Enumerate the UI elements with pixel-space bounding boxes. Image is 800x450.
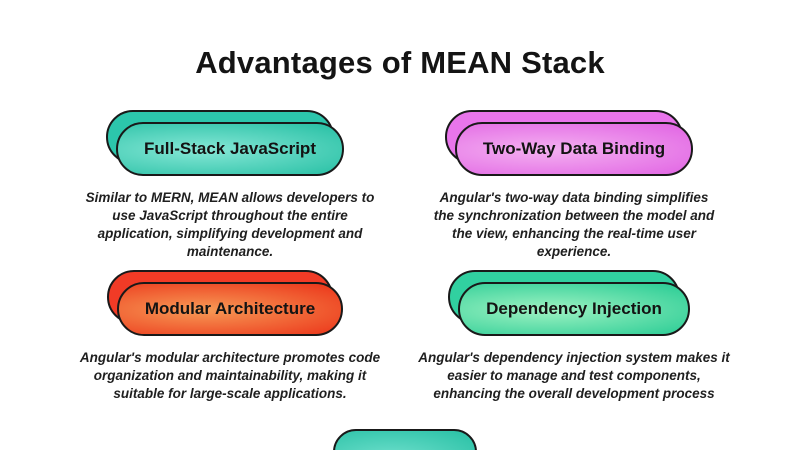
card-label-pill: Dependency Injection	[458, 282, 690, 336]
feature-card: Dependency Injection	[448, 270, 690, 336]
feature-full-stack-javascript: Full-Stack JavaScript Similar to MERN, M…	[60, 110, 400, 261]
feature-description: Angular's dependency injection system ma…	[418, 350, 730, 401]
feature-description: Angular's two-way data binding simplifie…	[433, 190, 715, 259]
card-label-pill: Two-Way Data Binding	[454, 122, 694, 176]
feature-card: Two-Way Data Binding	[444, 110, 694, 176]
card-label: Full-Stack JavaScript	[144, 139, 316, 158]
feature-card: Modular Architecture	[106, 270, 344, 336]
feature-description: Similar to MERN, MEAN allows developers …	[85, 190, 375, 259]
card-label: Modular Architecture	[144, 299, 316, 318]
card-label: Dependency Injection	[486, 299, 662, 318]
feature-description: Angular's modular architecture promotes …	[79, 350, 381, 401]
card-label-pill: Modular Architecture	[116, 282, 344, 336]
card-label-pill: Full-Stack JavaScript	[116, 122, 344, 176]
page-title: Advantages of MEAN Stack	[195, 44, 605, 80]
feature-modular-architecture: Modular Architecture Angular's modular a…	[60, 270, 400, 403]
feature-card: Full-Stack JavaScript	[106, 110, 344, 176]
card-label: Two-Way Data Binding	[482, 139, 666, 158]
partial-card-decoration	[333, 429, 477, 450]
feature-dependency-injection: Dependency Injection Angular's dependenc…	[398, 270, 750, 403]
feature-two-way-data-binding: Two-Way Data Binding Angular's two-way d…	[398, 110, 750, 261]
